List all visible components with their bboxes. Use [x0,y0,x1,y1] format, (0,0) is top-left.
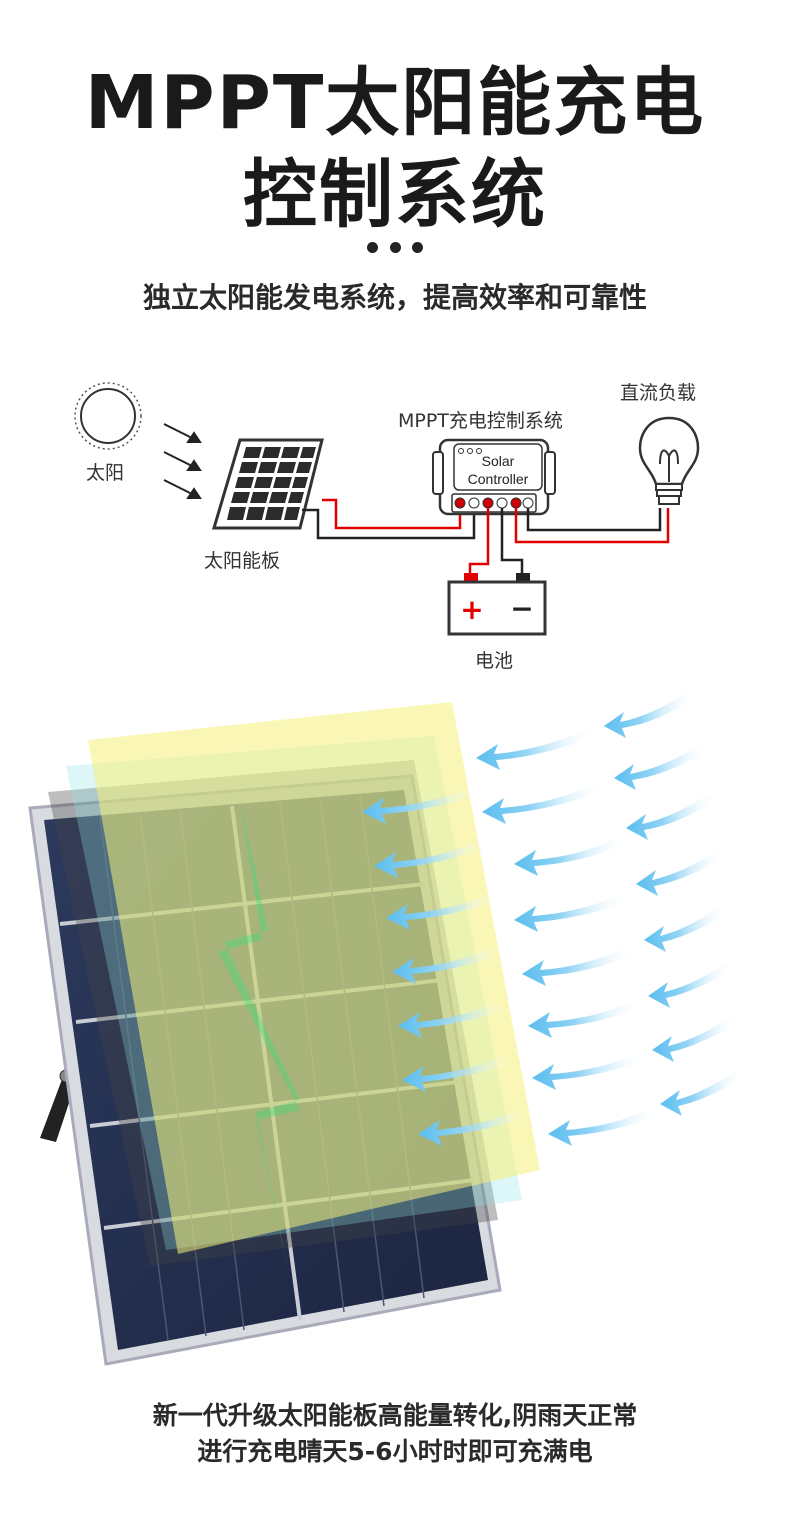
battery-label: 电池 [475,650,514,672]
controller-text-line2: Controller [468,471,529,487]
charge-controller-icon: Solar Controller [432,438,556,516]
sun-label: 太阳 [86,462,125,484]
controller-title: MPPT充电控制系统 [398,410,563,432]
solar-panel-icon [211,438,324,530]
page-subtitle: 独立太阳能发电系统，提高效率和可靠性 [142,281,647,314]
airflow-arrows-icon [362,690,744,1146]
page-title-line2: 控制系统 [243,152,547,238]
footer-caption-line1: 新一代升级太阳能板高能量转化,阴雨天正常 [152,1401,638,1430]
controller-text-line1: Solar [482,453,515,469]
solar-panel-illustration [0,680,790,1380]
battery-plus: + [460,593,483,626]
system-diagram: Solar Controller + − 太阳 太阳能板 MPPT充电控制系统 … [0,360,790,680]
battery-icon: + − [447,573,547,636]
solar-panel-label: 太阳能板 [204,550,281,572]
page-title-line1: MPPT太阳能充电 [84,60,706,146]
dots-divider [367,242,423,254]
footer-caption-line2: 进行充电晴天5-6小时时即可充满电 [197,1437,593,1466]
sunlight-arrows-icon [163,423,202,499]
light-bulb-icon [638,416,700,505]
dc-load-label: 直流负载 [620,382,697,404]
battery-minus: − [510,592,533,625]
sun-icon [74,382,142,450]
